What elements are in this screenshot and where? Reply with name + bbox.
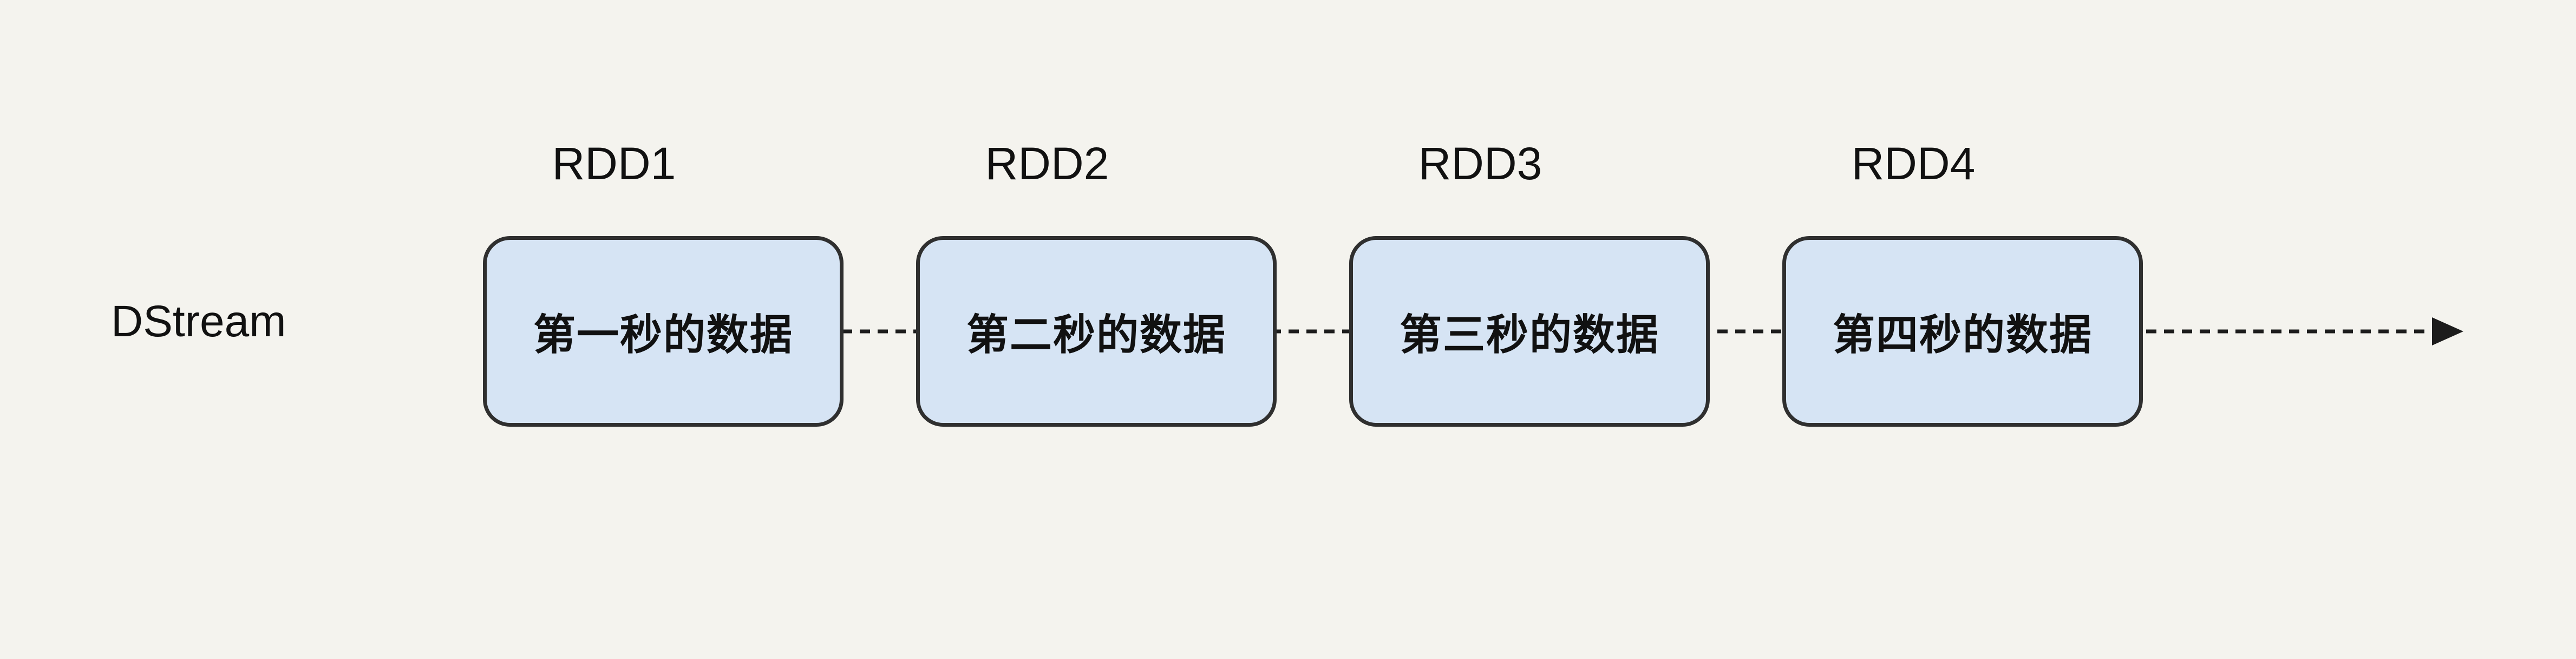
rdd3-label: RDD3: [1418, 138, 1542, 189]
rdd2-label: RDD2: [985, 138, 1109, 189]
rdd4-box: 第四秒的数据: [1782, 236, 2143, 427]
arrowhead-icon: [2432, 317, 2463, 345]
rdd3-box-text: 第三秒的数据: [1399, 311, 1659, 358]
rdd4-box-text: 第四秒的数据: [1832, 311, 2093, 358]
rdd1-label: RDD1: [552, 138, 676, 189]
rdd3-box: 第三秒的数据: [1349, 236, 1710, 427]
rdd2-box-text: 第二秒的数据: [966, 311, 1226, 358]
dstream-label: DStream: [111, 297, 286, 346]
rdd2-box: 第二秒的数据: [916, 236, 1277, 427]
rdd1-box-text: 第一秒的数据: [533, 311, 793, 358]
rdd4-label: RDD4: [1851, 138, 1976, 189]
rdd1-box: 第一秒的数据: [483, 236, 844, 427]
